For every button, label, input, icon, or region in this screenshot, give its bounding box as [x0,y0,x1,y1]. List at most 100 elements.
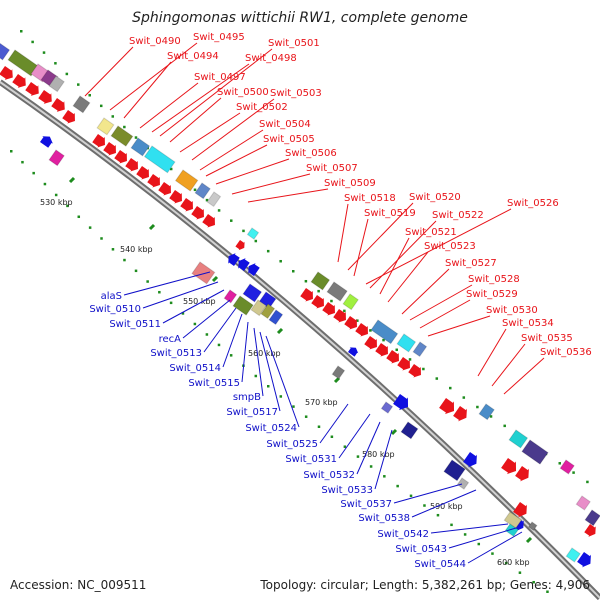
gene-block [174,169,199,192]
outer-dot [343,309,346,313]
inner-dot [532,580,535,584]
forward-leader-line [179,112,241,153]
gene-block [456,477,470,490]
inner-dot [43,182,47,186]
inner-dot [423,504,426,507]
gene-label-forward: Swit_0494 [167,51,219,62]
inner-dot [409,494,413,498]
outer-dot [304,279,308,283]
forward-leader-line [387,251,429,303]
forward-leader-line [379,237,410,295]
outer-dot [395,348,398,352]
gene-arrow [577,552,591,568]
gene-label-reverse: Swit_0543 [395,544,447,555]
inner-dot [134,269,138,273]
reverse-leader-line [467,531,523,564]
outer-dot [77,83,80,86]
scale-tick [333,376,341,384]
reverse-leader-line [241,321,249,383]
reverse-leader-line [162,289,225,324]
gene-block [96,117,115,136]
forward-leader-line [365,208,512,285]
outer-dot [558,462,562,465]
scale-tick [68,176,76,184]
inner-dot [330,435,334,439]
gene-arrow [322,302,335,316]
outer-dot [449,386,452,390]
gene-arrow [228,253,240,266]
forward-leader-line [477,328,507,377]
outer-dot [217,209,221,212]
gene-label-reverse: Swit_0524 [245,423,297,434]
gene-arrow [169,190,182,204]
gene-label-forward: Swit_0526 [507,198,559,209]
gene-label-forward: Swit_0503 [270,88,322,99]
inner-dot [88,226,92,229]
reverse-leader-line [142,281,219,309]
forward-leader-line [427,315,491,337]
gene-label-reverse: Swit_0517 [226,407,278,418]
reverse-leader-line [356,421,381,475]
gene-label-forward: Swit_0530 [486,305,538,316]
gene-block [584,509,600,527]
gene-label-forward: Swit_0509 [324,178,376,189]
outer-dot [462,396,466,399]
scale-tick [276,327,284,335]
gene-block [342,293,359,311]
reverse-leader-line [448,527,517,549]
inner-dot [21,160,24,164]
gene-arrow [375,343,388,357]
inner-dot [477,542,481,546]
gene-arrow [12,74,26,88]
gene-block [242,283,263,303]
gene-label-reverse: Swit_0532 [303,470,355,481]
gene-label-forward: Swit_0490 [129,36,181,47]
gene-block [130,137,151,157]
gene-arrow [147,174,160,188]
inner-dot [396,484,399,488]
gene-arrow [235,240,245,251]
gene-label-reverse: Swit_0515 [188,378,240,389]
forward-leader-line [123,61,172,119]
gene-label-reverse: Swit_0533 [321,485,373,496]
reverse-leader-line [411,489,477,518]
gene-block [223,289,238,304]
gene-block [310,271,331,291]
forward-leader-line [419,299,471,329]
gene-arrow [191,206,204,220]
gene-block [443,459,466,482]
gene-block [143,145,176,174]
gene-arrow [248,263,260,276]
reverse-leader-line [123,271,211,296]
forward-leader-line [191,98,275,161]
gene-arrow [393,394,409,411]
gene-arrow [311,295,324,309]
inner-dot [463,533,467,536]
outer-dot [503,424,506,428]
gene-arrow [238,258,250,271]
outer-dot [88,93,91,97]
outer-dot [422,367,425,371]
reverse-leader-line [265,335,300,428]
inner-dot [254,374,258,378]
scale-label: 560 kbp [248,349,281,358]
scale-label: 600 kbp [497,558,530,567]
gene-label-reverse: Swit_0511 [109,319,161,330]
gene-arrow [202,214,215,228]
inner-dot [436,513,440,517]
outer-dot [169,167,173,171]
outer-dot [408,358,412,361]
gene-arrow [62,110,75,124]
gene-label-forward: Swit_0536 [540,347,592,358]
reverse-leader-line [338,413,371,459]
gene-label-forward: Swit_0504 [259,119,311,130]
gene-block [268,309,284,326]
inner-dot [356,455,360,458]
inner-dot [77,215,81,219]
gene-arrow [103,142,116,156]
gene-arrow [513,502,527,518]
gene-block [326,281,348,302]
gene-arrow [344,316,357,330]
gene-arrow [38,90,52,104]
gene-label-forward: Swit_0528 [468,274,520,285]
